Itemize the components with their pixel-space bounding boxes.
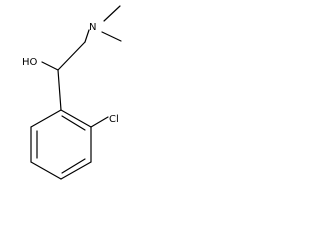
ring-bond-4 xyxy=(30,161,62,180)
bond-n-methyl-upper xyxy=(103,5,121,22)
bond-chiral-ring xyxy=(57,69,62,111)
ring-bond-1 xyxy=(60,109,92,128)
ring-bond-3 xyxy=(60,161,92,180)
nitrogen-label: N xyxy=(89,22,96,33)
bond-n-ch2 xyxy=(84,29,90,43)
ring-bond-6 xyxy=(30,109,62,128)
ring-double-bond-bottom xyxy=(61,158,86,174)
chemical-structure: HO N Cl xyxy=(22,5,122,180)
hydroxyl-label: HO xyxy=(22,57,38,68)
bond-ring-chlorine xyxy=(90,116,109,128)
bond-n-methyl-right xyxy=(101,31,122,42)
ring-double-bond-upper-right xyxy=(61,115,86,131)
chlorine-label: Cl xyxy=(109,114,119,125)
bond-ch2-chiral xyxy=(57,41,86,71)
bond-chiral-hydroxyl xyxy=(41,61,59,71)
